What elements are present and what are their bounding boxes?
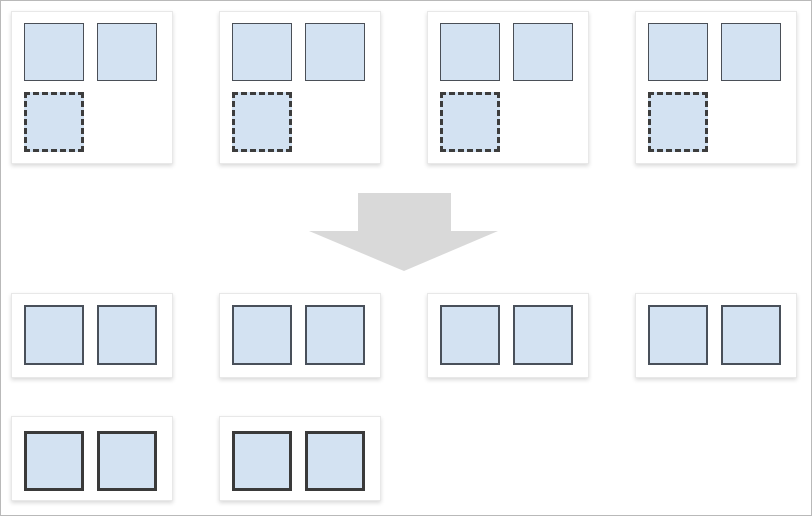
solid-square [305,23,365,81]
dashed-squares-row [232,92,368,152]
down-block-arrow-shape [309,193,498,271]
solid-square [97,23,157,81]
solid-square [513,23,573,81]
solid-square [232,305,292,365]
solid-square [305,431,365,491]
solid-square [232,23,292,81]
solid-square [513,305,573,365]
solid-square [97,431,157,491]
after-row-2-card [219,416,381,501]
solid-square [440,23,500,81]
dashed-squares-row [24,92,160,152]
after-row-1-card [635,293,797,378]
solid-square [648,305,708,365]
dashed-placeholder-square [232,92,292,152]
after-row-1-card [219,293,381,378]
solid-square [24,23,84,81]
dashed-placeholder-square [24,92,84,152]
before-row-card [219,11,381,164]
solid-squares-row [232,431,368,491]
solid-squares-row [648,305,784,365]
dashed-squares-row [440,92,576,152]
after-row-1-card [427,293,589,378]
dashed-placeholder-square [648,92,708,152]
solid-square [24,305,84,365]
before-row-card [11,11,173,164]
after-row-1-card [11,293,173,378]
before-row-card [635,11,797,164]
solid-squares-row [24,23,160,81]
dashed-placeholder-square [440,92,500,152]
solid-squares-row [232,23,368,81]
solid-squares-row [24,431,160,491]
solid-squares-row [440,305,576,365]
solid-square [721,305,781,365]
solid-square [721,23,781,81]
solid-square [305,305,365,365]
solid-squares-row [440,23,576,81]
after-row-2-card [11,416,173,501]
before-row-card [427,11,589,164]
down-block-arrow-icon [309,193,498,271]
solid-square [97,305,157,365]
solid-square [440,305,500,365]
solid-square [232,431,292,491]
solid-square [648,23,708,81]
solid-squares-row [648,23,784,81]
solid-squares-row [24,305,160,365]
solid-square [24,431,84,491]
dashed-squares-row [648,92,784,152]
solid-squares-row [232,305,368,365]
